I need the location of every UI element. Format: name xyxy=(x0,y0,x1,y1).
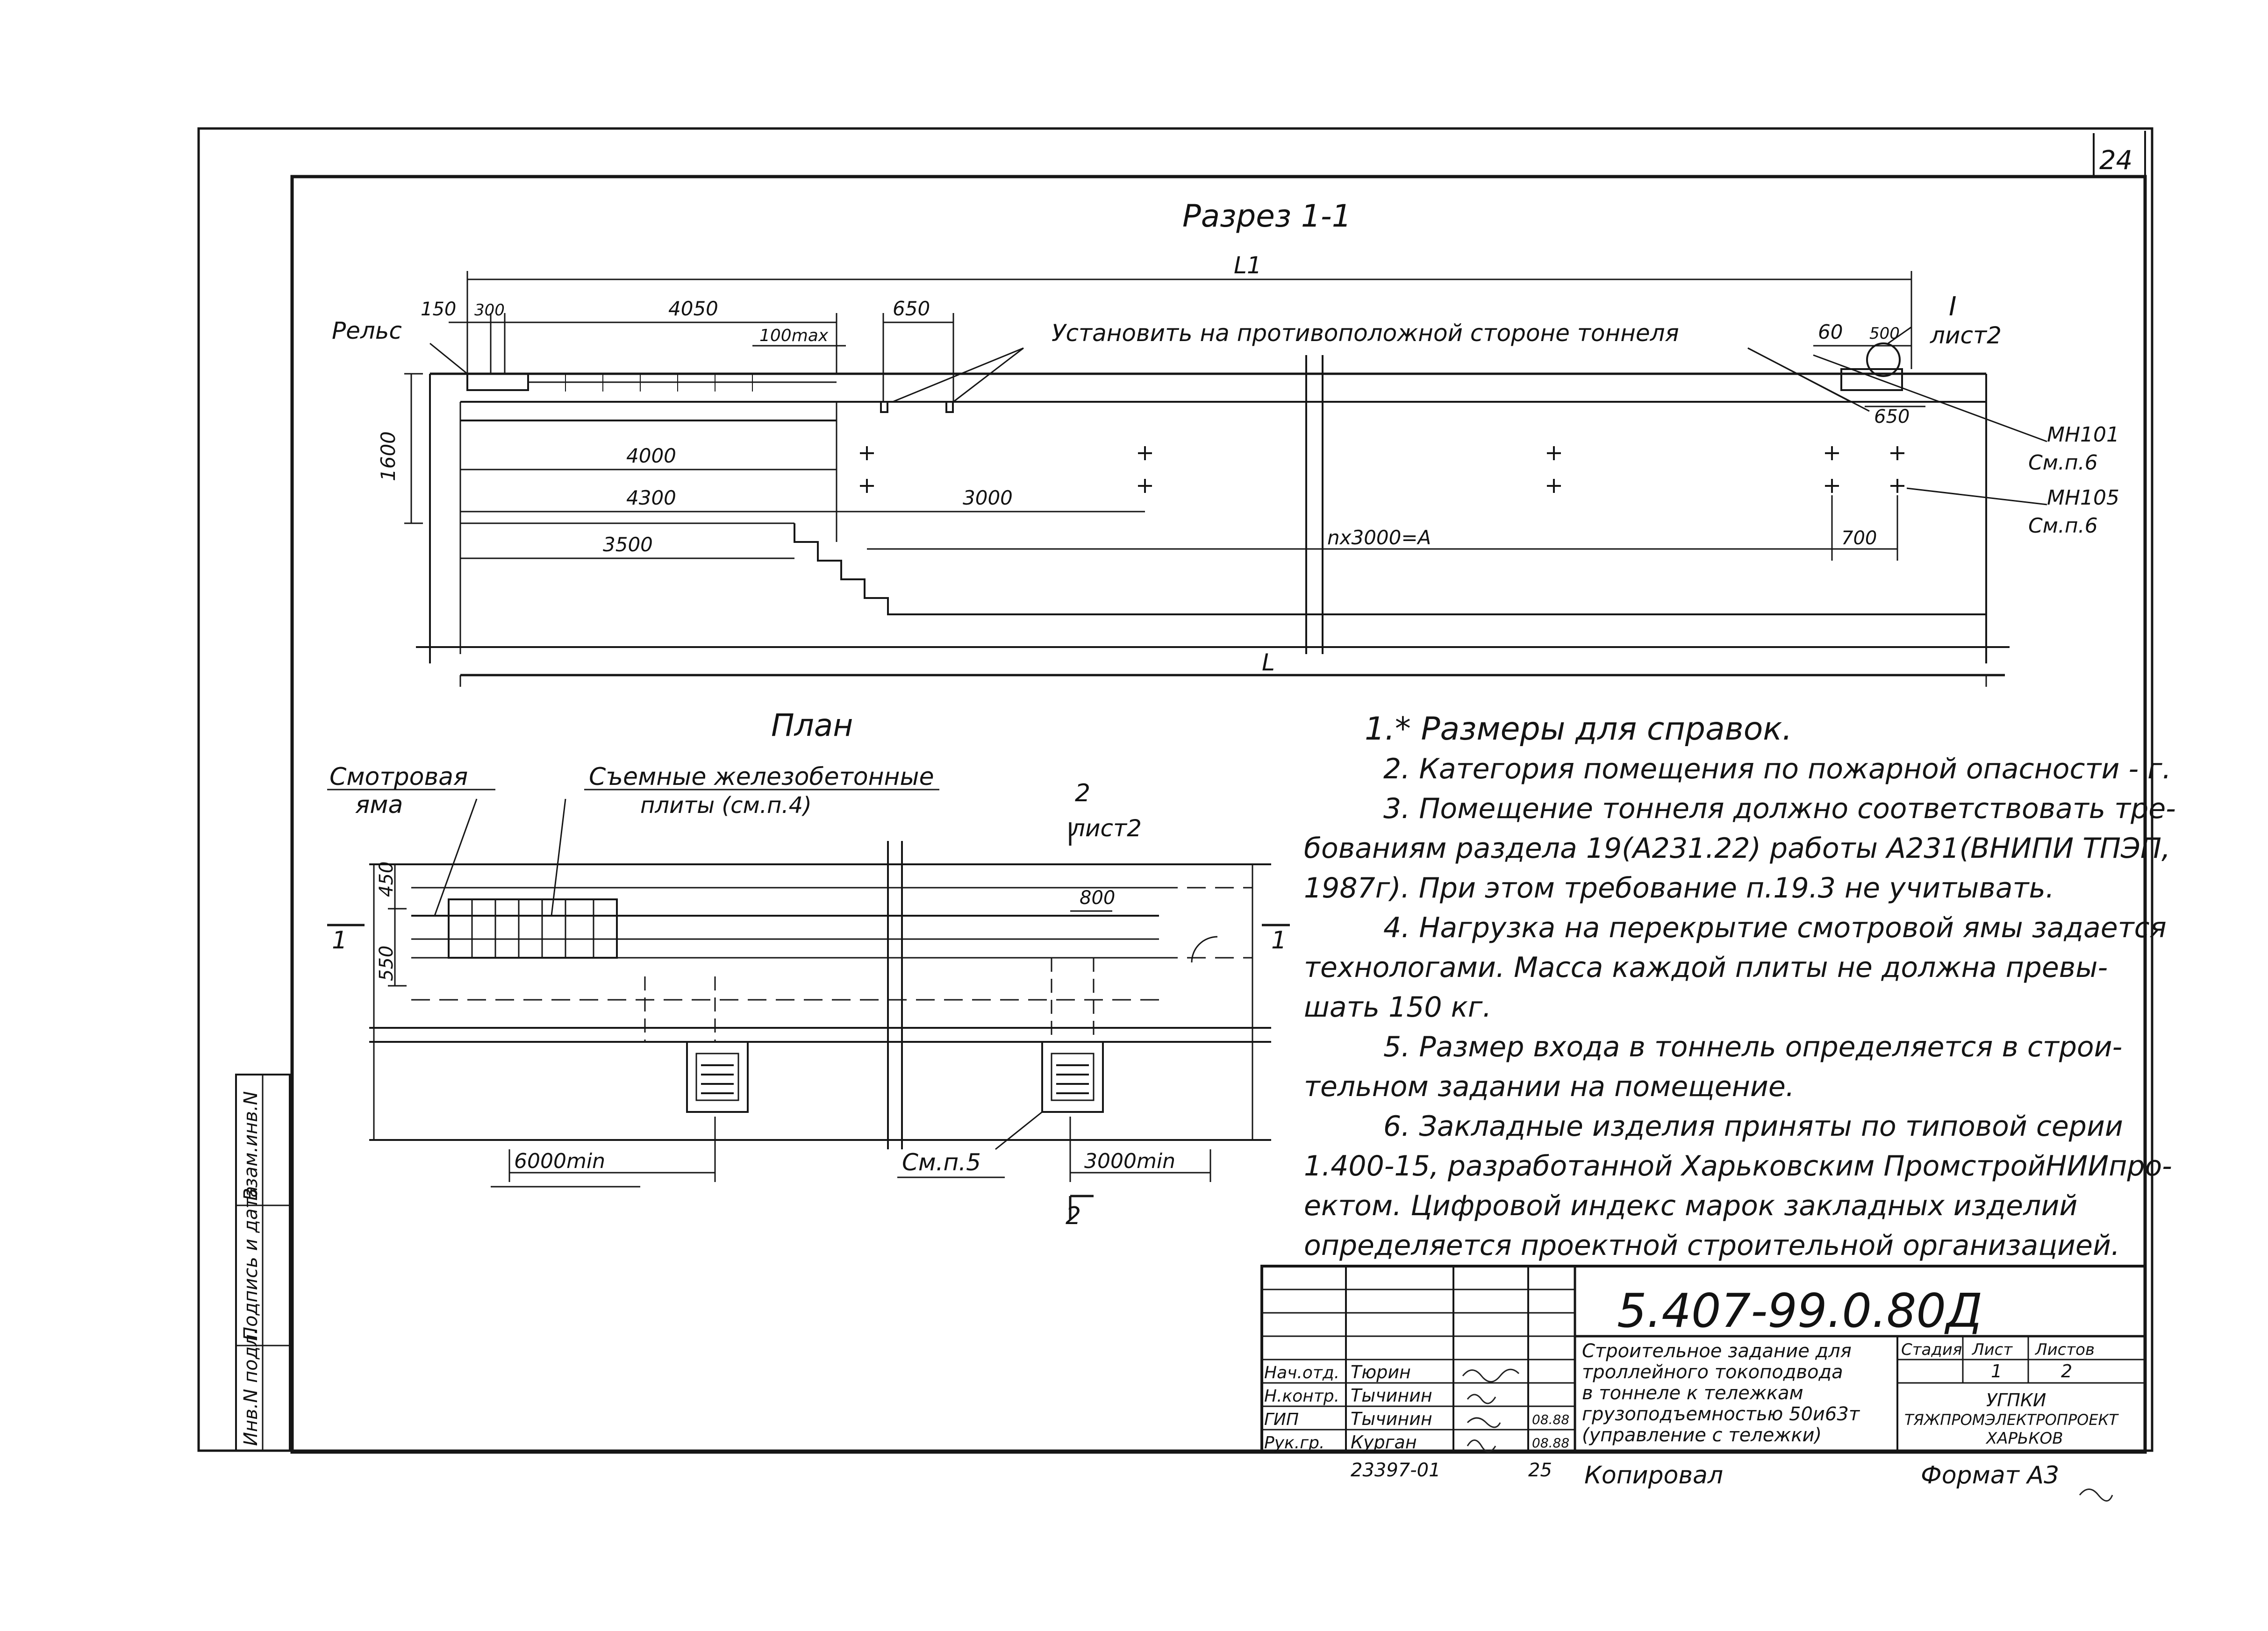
stamp-inv-podl: Инв.N подл. xyxy=(240,1328,262,1446)
footer-inv-number: 23397-01 xyxy=(1351,1460,1441,1481)
sig-role-2: Н.контр. xyxy=(1264,1387,1339,1406)
dim-l1: L1 xyxy=(1234,252,1262,279)
sig-date-3: 08.88 xyxy=(1532,1412,1569,1427)
sheet-value: 1 xyxy=(1991,1361,2002,1382)
callout-i-sheet: лист2 xyxy=(1930,322,2002,349)
dim-l: L xyxy=(1262,649,1275,676)
desc-line-5: (управление с тележки) xyxy=(1582,1424,1822,1446)
plan-geometry xyxy=(327,789,1290,1219)
sig-role-3: ГИП xyxy=(1264,1410,1299,1429)
dim-700: 700 xyxy=(1841,527,1877,549)
desc-line-4: грузоподъемностью 50и63т xyxy=(1582,1403,1860,1425)
note-4a: 4. Нагрузка на перекрытие смотровой ямы … xyxy=(1383,912,2167,944)
label-slabs-2: плиты (см.п.4) xyxy=(640,792,812,819)
label-pit-1: Смотровая xyxy=(329,763,468,791)
section-title: Разрез 1-1 xyxy=(1182,198,1352,234)
dim-650a: 650 xyxy=(893,297,930,320)
ref-sm5: См.п.5 xyxy=(902,1149,981,1176)
label-pit-2: яма xyxy=(355,791,403,819)
org-line-2: ТЯЖПРОМЭЛЕКТРОПРОЕКТ xyxy=(1904,1411,2119,1429)
sheet-header: Лист xyxy=(1971,1340,2013,1359)
dim-450: 450 xyxy=(376,862,397,897)
note-3b: бованиям раздела 19(А231.22) работы А231… xyxy=(1304,832,2171,865)
dim-60: 60 xyxy=(1818,321,1843,343)
callout-i: I xyxy=(1949,292,1957,322)
dim-550: 550 xyxy=(376,946,397,981)
dim-3500: 3500 xyxy=(603,533,653,556)
label-rail: Рельс xyxy=(332,317,402,344)
note-2: 2. Категория помещения по пожарной опасн… xyxy=(1383,753,2171,785)
sig-name-1: Тюрин xyxy=(1351,1362,1411,1382)
dim-4050: 4050 xyxy=(668,297,718,320)
note-5b: тельном задании на помещение. xyxy=(1304,1070,1795,1103)
sheets-value: 2 xyxy=(2061,1361,2072,1382)
dim-1600: 1600 xyxy=(377,431,400,481)
section-geometry xyxy=(404,271,2047,687)
dim-4000: 4000 xyxy=(626,444,676,467)
note-4c: шать 150 кг. xyxy=(1304,991,1492,1024)
plan-title: План xyxy=(771,707,853,743)
stamp-vzam-inv: Взам.инв.N xyxy=(240,1091,262,1201)
handwritten-signatures xyxy=(1462,1368,2113,1502)
footer-copied-by: Копировал xyxy=(1584,1461,1723,1489)
stage-header: Стадия xyxy=(1901,1340,1962,1359)
org-line-3: ХАРЬКОВ xyxy=(1985,1429,2063,1448)
dim-500: 500 xyxy=(1869,324,1900,343)
cut-mark-right: 1 xyxy=(1271,926,1287,954)
dim-100max: 100max xyxy=(759,326,829,345)
sheet-frames xyxy=(197,127,2154,1454)
note-6d: определяется проектной строительной орга… xyxy=(1304,1229,2120,1262)
section-2-bottom: 2 xyxy=(1066,1202,1081,1230)
mark-mn101: МН101 xyxy=(2047,423,2119,447)
note-5a: 5. Размер входа в тоннель определяется в… xyxy=(1383,1031,2123,1063)
note-6c: ектом. Цифровой индекс марок закладных и… xyxy=(1304,1189,2078,1222)
mark-mn105: МН105 xyxy=(2047,486,2119,510)
sig-name-3: Тычинин xyxy=(1351,1409,1432,1429)
mark-mn105-ref: См.п.6 xyxy=(2028,514,2098,538)
dim-3000: 3000 xyxy=(963,486,1013,509)
note-4b: технологами. Масса каждой плиты не должн… xyxy=(1304,951,2108,984)
label-slabs-1: Съемные железобетонные xyxy=(589,763,934,791)
sig-role-1: Нач.отд. xyxy=(1264,1363,1339,1382)
footer-format: Формат А3 xyxy=(1921,1461,2059,1489)
page-number: 24 xyxy=(2099,145,2132,176)
dim-3000min: 3000min xyxy=(1084,1149,1175,1173)
dim-150: 150 xyxy=(421,299,456,320)
dim-650b: 650 xyxy=(1874,406,1910,427)
org-line-1: УГПКИ xyxy=(1986,1390,2046,1410)
doc-code: 5.407-99.0.80Д xyxy=(1617,1283,1982,1338)
footer-page: 25 xyxy=(1528,1460,1552,1481)
sig-name-2: Тычинин xyxy=(1351,1385,1432,1406)
desc-line-1: Строительное задание для xyxy=(1582,1340,1852,1362)
sig-role-4: Рук.гр. xyxy=(1264,1433,1324,1453)
desc-line-2: троллейного токоподвода xyxy=(1582,1361,1843,1383)
sig-name-4: Курган xyxy=(1351,1432,1417,1453)
section-2-num: 2 xyxy=(1075,779,1090,807)
label-install-note: Установить на противоположной стороне то… xyxy=(1052,320,1679,347)
cut-mark-left: 1 xyxy=(332,926,347,954)
side-stamp xyxy=(235,1074,291,1452)
sheets-header: Листов xyxy=(2034,1340,2095,1359)
dim-800: 800 xyxy=(1080,887,1115,909)
note-6b: 1.400-15, разработанной Харьковским Пром… xyxy=(1304,1150,2172,1182)
sig-date-4: 08.88 xyxy=(1532,1435,1569,1451)
section-2-sheet: лист2 xyxy=(1070,815,1142,842)
stamp-signature-date: Подпись и дата xyxy=(240,1186,262,1341)
note-1: 1.* Размеры для справок. xyxy=(1365,711,1792,748)
title-block-grid xyxy=(1260,1265,2146,1453)
dim-4300: 4300 xyxy=(626,486,676,509)
note-6a: 6. Закладные изделия приняты по типовой … xyxy=(1383,1110,2123,1143)
dim-300a: 300 xyxy=(474,301,505,320)
note-3c: 1987г). При этом требование п.19.3 не уч… xyxy=(1304,872,2054,905)
dim-nx3000: nx3000=A xyxy=(1327,526,1431,549)
note-3a: 3. Помещение тоннеля должно соответствов… xyxy=(1383,792,2176,825)
mark-mn101-ref: См.п.6 xyxy=(2028,451,2098,475)
dim-6000min: 6000min xyxy=(514,1149,605,1173)
desc-line-3: в тоннеле к тележкам xyxy=(1582,1382,1803,1404)
